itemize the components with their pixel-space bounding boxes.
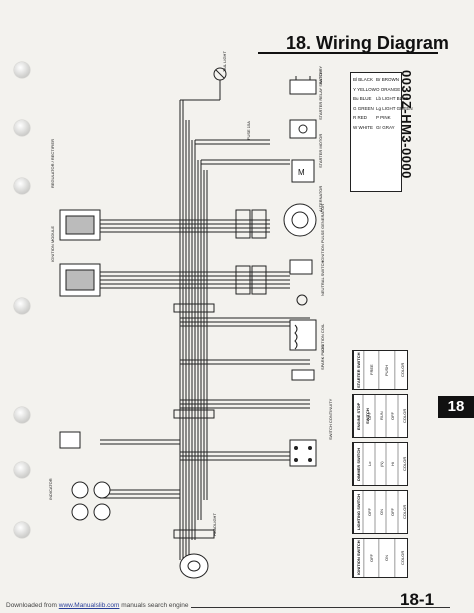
binder-hole — [14, 298, 30, 314]
coupler — [235, 209, 251, 239]
coupler — [251, 265, 267, 295]
legend-entry: G GREEN — [353, 105, 374, 111]
switch-table-cell: Hi — [386, 443, 399, 485]
switch-table-cell: OFF — [363, 539, 380, 577]
binder-hole — [14, 522, 30, 538]
neutral-switch — [296, 294, 308, 306]
bottom-rule — [30, 607, 450, 608]
switch-table-cell: ON — [378, 539, 395, 577]
harness-connector — [173, 409, 215, 419]
title-rule — [258, 52, 438, 54]
label-tail-light: TAIL LIGHT — [222, 51, 227, 72]
starter-motor: M — [291, 159, 315, 183]
switch-table-cell: OFF — [386, 395, 399, 437]
label-ignition-module: IGNITION MODULE — [50, 225, 55, 262]
switch-table-cell: OFF — [386, 491, 399, 533]
switch-table-title: LIGHTING SWITCH — [353, 491, 363, 533]
legend-entry: Y YELLOW — [353, 86, 376, 92]
harness-connector — [173, 303, 215, 313]
footer-prefix: Downloaded from — [6, 602, 59, 609]
starter-relay — [289, 119, 317, 139]
label-ignition-pulse: IGNITION PULSE GENERATOR — [320, 203, 325, 262]
switch-table-cell: COLOR — [393, 539, 407, 577]
harness-connector — [173, 529, 215, 539]
label-headlight: HEADLIGHT — [212, 513, 217, 536]
switch-table-title: DIMMER SWITCH — [353, 443, 363, 485]
wiring-diagram: M — [59, 67, 317, 579]
switch-table-cell: OFF — [363, 395, 376, 437]
switch-table-cell: OFF — [363, 491, 376, 533]
page-title: 18. Wiring Diagram — [286, 33, 449, 53]
pulse-generator — [289, 259, 313, 275]
legend-entry: P PINK — [376, 115, 391, 120]
section-tab[interactable]: 18 — [438, 396, 474, 418]
battery — [289, 76, 317, 95]
alternator — [283, 203, 317, 237]
legend-row: R RED P PINK — [353, 113, 399, 123]
label-fuse: FUSE 15A — [246, 121, 251, 140]
switch-table-cell: COLOR — [397, 443, 407, 485]
coupler — [251, 209, 267, 239]
legend-entry: Lg LIGHT GREEN — [376, 105, 413, 111]
switch-table-cell: PUSH — [378, 351, 395, 389]
switch-table-title: ENGINE STOP SWITCH — [353, 395, 370, 437]
coupler — [235, 265, 251, 295]
label-spark-plug: SPARK PLUG — [320, 344, 325, 370]
binder-hole — [14, 462, 30, 478]
ignition-switch-key — [59, 431, 81, 449]
download-footer: Downloaded from www.Manualslib.com manua… — [6, 602, 192, 609]
binder-hole — [14, 62, 30, 78]
footer-suffix: manuals search engine — [119, 602, 189, 609]
page-number: 18-1 — [400, 590, 435, 609]
legend-row: Y YELLOWO ORANGE — [353, 85, 401, 95]
switch-table-cell: COLOR — [397, 491, 407, 533]
ignition-coil — [289, 319, 317, 351]
legend-row: Bu BLUE Lb LIGHT BLUE — [353, 94, 409, 104]
binder-hole — [14, 407, 30, 423]
ignition-module — [59, 263, 101, 297]
regulator-rectifier — [59, 209, 101, 241]
label-starter-motor: STARTER MOTOR — [318, 133, 323, 168]
switch-table-title: STARTER SWITCH — [353, 351, 363, 389]
switch-table-cell: COLOR — [393, 351, 407, 389]
legend-entry: W WHITE — [353, 124, 373, 130]
legend-entry: Br BROWN — [376, 77, 399, 82]
switch-table-cell: FREE — [363, 351, 380, 389]
manualslib-link[interactable]: www.Manualslib.com — [58, 602, 120, 609]
binder-hole — [14, 120, 30, 136]
headlight — [179, 553, 209, 579]
binder-holes — [0, 0, 40, 613]
label-switch-continuity: SWITCH CONTINUITY — [328, 398, 333, 440]
label-starter-relay: STARTER RELAY SWITCH — [318, 70, 323, 120]
switch-table-cell: COLOR — [397, 395, 407, 437]
indicator-lights — [71, 481, 111, 521]
legend-entry: Lb LIGHT BLUE — [376, 96, 409, 101]
label-regulator: REGULATOR / RECTIFIER — [50, 139, 55, 188]
legend-entry: O ORANGE — [376, 86, 401, 92]
legend-entry: R RED — [353, 115, 368, 120]
switch-cluster — [289, 439, 317, 467]
label-neutral-switch: NEUTRAL SWITCH — [320, 260, 325, 296]
legend-entry: Bl BLACK — [353, 77, 374, 82]
legend-entry: Bu BLUE — [353, 96, 372, 101]
spark-plug — [291, 369, 315, 381]
label-indicator: INDICATOR — [48, 478, 53, 500]
legend-entry: Gr GRAY — [376, 124, 395, 130]
binder-hole — [14, 178, 30, 194]
switch-table-title: IGNITION SWITCH — [353, 539, 363, 577]
switch-table-cell: Lo — [363, 443, 376, 485]
tail-light — [213, 67, 227, 81]
svg-text:M: M — [298, 168, 305, 177]
